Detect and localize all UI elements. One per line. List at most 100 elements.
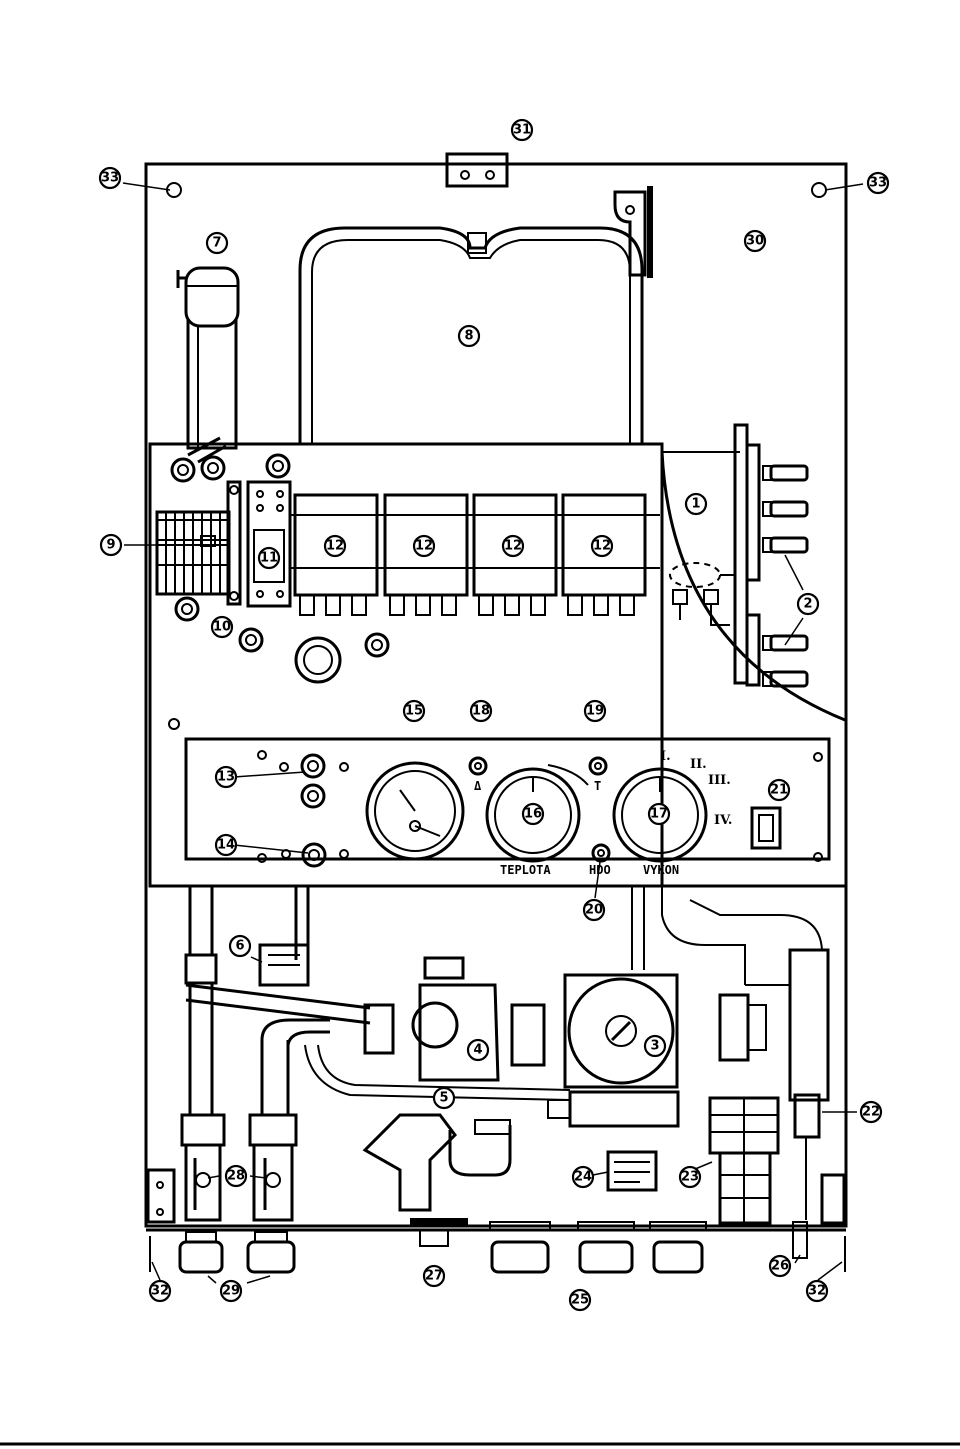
svg-text:30: 30 bbox=[746, 234, 764, 249]
svg-text:24: 24 bbox=[574, 1170, 592, 1185]
temperature-label: TEPLOTA bbox=[500, 863, 551, 877]
pipework bbox=[184, 886, 830, 1115]
callout-14: 14 bbox=[214, 833, 238, 857]
callout-6: 6 bbox=[228, 934, 252, 958]
callout-7: 7 bbox=[205, 231, 229, 255]
svg-text:7: 7 bbox=[212, 236, 221, 251]
power-step: II. bbox=[690, 757, 707, 772]
indicator-lamp bbox=[468, 756, 488, 776]
callout-19: 19 bbox=[583, 699, 607, 723]
callout-17: 17 bbox=[647, 802, 671, 826]
svg-text:4: 4 bbox=[473, 1043, 482, 1058]
callout-12: 12 bbox=[323, 534, 347, 558]
hdo-label: HDO bbox=[589, 863, 611, 877]
mounting-hole bbox=[811, 182, 827, 198]
temperature-knob[interactable] bbox=[485, 764, 589, 863]
air-vent-valve bbox=[184, 266, 240, 328]
contactor bbox=[293, 493, 379, 616]
svg-text:16: 16 bbox=[524, 807, 542, 822]
terminal-strip bbox=[155, 510, 231, 596]
fuse-holder bbox=[257, 750, 349, 809]
circulation-pump bbox=[563, 973, 767, 1089]
svg-text:11: 11 bbox=[260, 551, 278, 566]
svg-text:17: 17 bbox=[650, 807, 668, 822]
svg-text:18: 18 bbox=[472, 704, 490, 719]
svg-text:23: 23 bbox=[681, 1170, 699, 1185]
callout-22: 22 bbox=[859, 1100, 883, 1124]
callout-12: 12 bbox=[412, 534, 436, 558]
callout-1: 1 bbox=[684, 492, 708, 516]
terminal-block bbox=[708, 1096, 780, 1225]
heating-element-flange bbox=[733, 423, 761, 687]
svg-text:12: 12 bbox=[504, 539, 522, 554]
callout-32: 32 bbox=[805, 1279, 829, 1303]
svg-text:22: 22 bbox=[862, 1105, 880, 1120]
callout-3: 3 bbox=[643, 1034, 667, 1058]
callout-27: 27 bbox=[422, 1264, 446, 1288]
contactor bbox=[383, 493, 469, 616]
heating-element bbox=[762, 464, 809, 688]
callout-30: 30 bbox=[743, 229, 767, 253]
callout-5: 5 bbox=[432, 1086, 456, 1110]
power-selector-knob[interactable] bbox=[612, 767, 708, 863]
svg-text:1: 1 bbox=[691, 497, 700, 512]
power-label: VYKON bbox=[643, 863, 679, 877]
hanger-bracket bbox=[445, 152, 509, 188]
data-plate bbox=[606, 1150, 658, 1192]
svg-text:20: 20 bbox=[585, 903, 603, 918]
fuse-holder bbox=[257, 842, 349, 868]
boiler-casing bbox=[144, 162, 848, 1228]
callout-13: 13 bbox=[214, 765, 238, 789]
indicator-lamp bbox=[588, 756, 608, 776]
svg-text:13: 13 bbox=[217, 770, 235, 785]
callout-11: 11 bbox=[257, 546, 281, 570]
callout-20: 20 bbox=[582, 898, 606, 922]
expansion-vessel bbox=[298, 226, 644, 445]
svg-text:19: 19 bbox=[586, 704, 604, 719]
callout-12: 12 bbox=[590, 534, 614, 558]
svg-text:29: 29 bbox=[222, 1284, 240, 1299]
power-step: III. bbox=[708, 773, 731, 788]
svg-text:31: 31 bbox=[513, 123, 531, 138]
callout-33: 33 bbox=[98, 166, 122, 190]
power-step: I. bbox=[660, 749, 671, 764]
flow-switch bbox=[258, 943, 310, 987]
cover-edge bbox=[660, 451, 846, 722]
callout-16: 16 bbox=[521, 802, 545, 826]
svg-text:12: 12 bbox=[326, 539, 344, 554]
ball-valve bbox=[248, 1113, 298, 1222]
contactor bbox=[472, 493, 558, 616]
svg-text:12: 12 bbox=[415, 539, 433, 554]
thermostat-symbol: T bbox=[594, 779, 601, 793]
callout-4: 4 bbox=[466, 1038, 490, 1062]
svg-text:3: 3 bbox=[650, 1039, 659, 1054]
svg-text:10: 10 bbox=[213, 620, 231, 635]
contactor bbox=[561, 493, 647, 616]
callout-18: 18 bbox=[469, 699, 493, 723]
drain-outlet bbox=[410, 1218, 468, 1226]
callout-24: 24 bbox=[571, 1165, 595, 1189]
svg-text:8: 8 bbox=[464, 329, 473, 344]
cable-gland bbox=[170, 453, 390, 684]
relay bbox=[246, 480, 292, 608]
svg-text:25: 25 bbox=[571, 1293, 589, 1308]
svg-text:28: 28 bbox=[227, 1169, 245, 1184]
svg-text:9: 9 bbox=[106, 538, 115, 553]
svg-text:6: 6 bbox=[235, 939, 244, 954]
callout-29: 29 bbox=[219, 1279, 243, 1303]
callout-10: 10 bbox=[210, 615, 234, 639]
pressure-symbol: Δ bbox=[474, 779, 482, 793]
callout-2: 2 bbox=[796, 592, 820, 616]
front-control-panel bbox=[184, 737, 831, 861]
callout-15: 15 bbox=[402, 699, 426, 723]
indicator-lamp bbox=[591, 843, 611, 863]
callout-32: 32 bbox=[148, 1279, 172, 1303]
svg-text:33: 33 bbox=[101, 171, 119, 186]
callout-23: 23 bbox=[678, 1165, 702, 1189]
svg-text:15: 15 bbox=[405, 704, 423, 719]
main-switch[interactable] bbox=[750, 806, 782, 850]
power-step: IV. bbox=[714, 813, 732, 828]
safety-valve bbox=[362, 1090, 680, 1212]
thermomanometer bbox=[365, 761, 465, 861]
